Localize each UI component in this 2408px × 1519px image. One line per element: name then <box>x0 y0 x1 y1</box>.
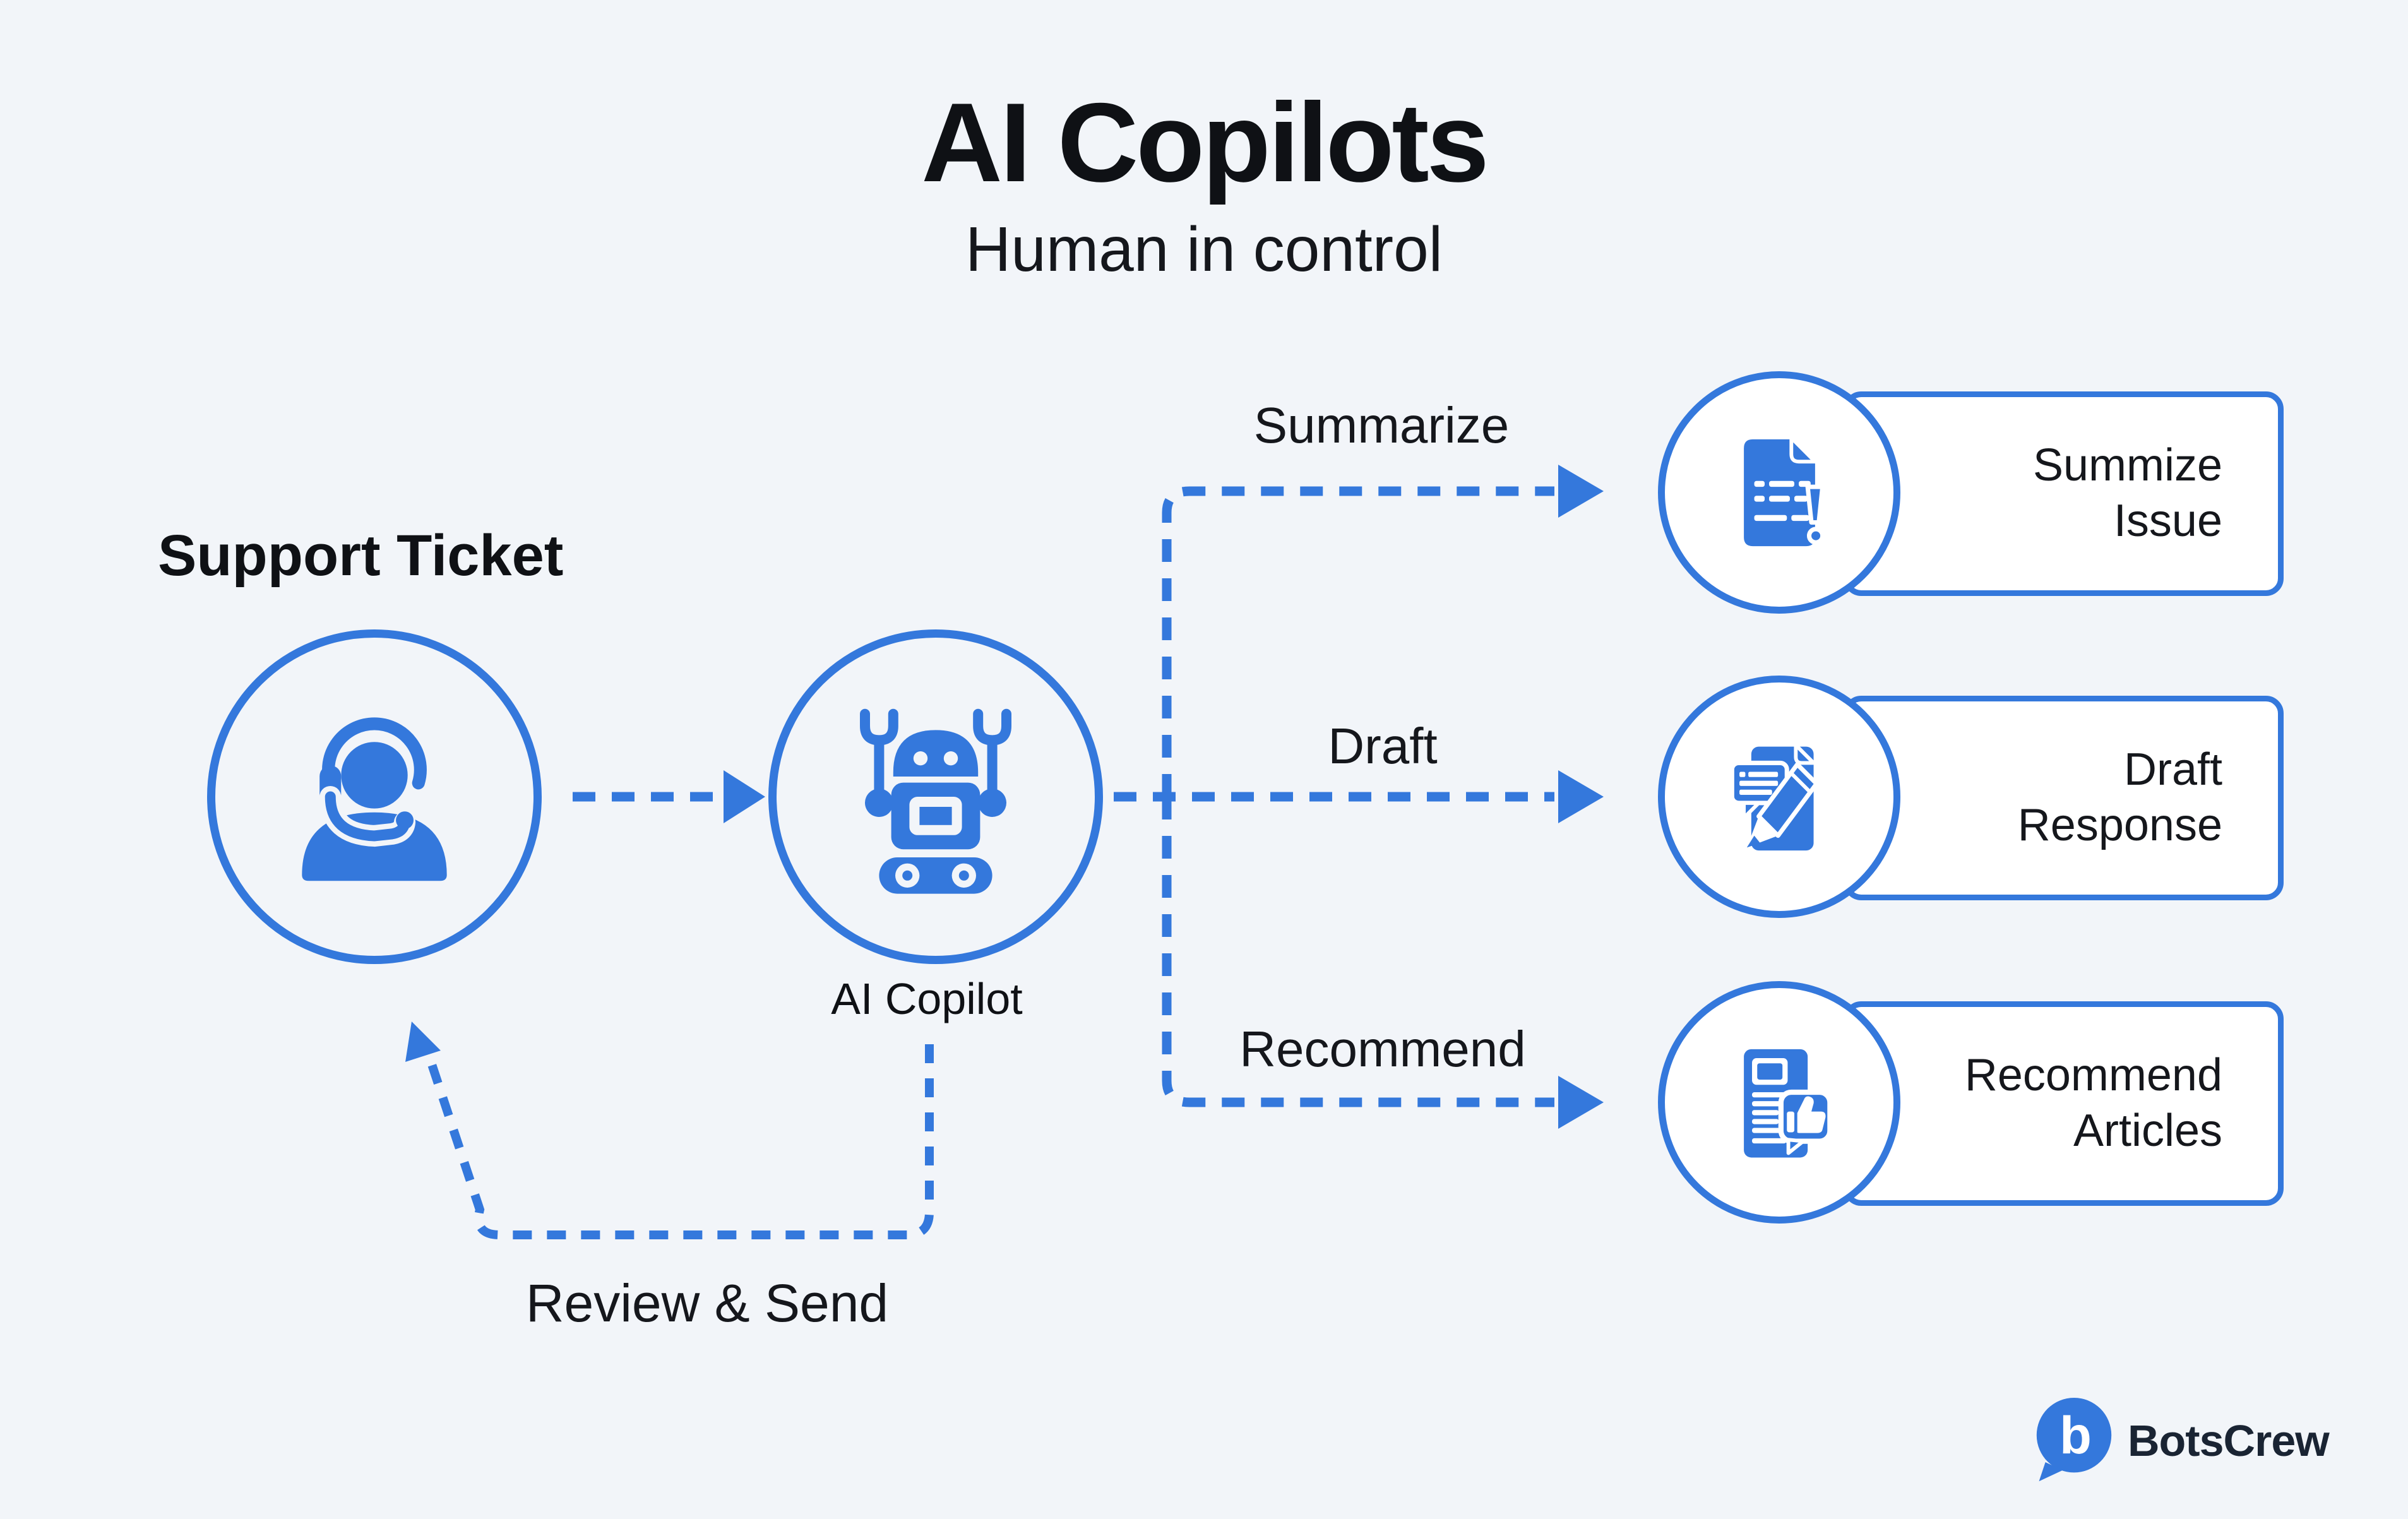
output-card-line: Summize <box>2032 440 2222 491</box>
document-pencil-chat-icon <box>1729 742 1819 850</box>
edge-label-draft: Draft <box>1328 718 1438 774</box>
ai-copilot-label: AI Copilot <box>831 974 1023 1023</box>
output-card-summize-issue: Summize Issue <box>1844 391 2284 596</box>
arrowhead-draft <box>1558 770 1604 823</box>
article-thumbs-up-icon <box>1743 1049 1833 1157</box>
logo-letter: b <box>2059 1406 2092 1465</box>
ai-copilot-node <box>768 629 1103 964</box>
output-card-line: Articles <box>2073 1105 2222 1156</box>
arrow-review-loop <box>424 1044 934 1239</box>
output-card-line: Issue <box>2113 496 2222 546</box>
output-card-recommend-articles: Recommend Articles <box>1844 1001 2284 1206</box>
botscrew-logo: b BotsCrew <box>2034 1397 2330 1485</box>
brand-wordmark: BotsCrew <box>2128 1416 2330 1465</box>
robot-icon <box>860 708 1011 894</box>
arrow-summarize <box>1162 486 1554 797</box>
edge-label-review-send: Review & Send <box>525 1273 889 1333</box>
arrowhead-summarize <box>1558 465 1604 518</box>
arrow-recommend <box>1162 797 1554 1107</box>
output-card-line: Response <box>2017 800 2222 850</box>
arrowhead-recommend <box>1558 1076 1604 1129</box>
headset-agent-icon <box>302 717 447 881</box>
botscrew-bubble-icon: b <box>2036 1397 2112 1482</box>
page-title: AI Copilots <box>921 80 1489 205</box>
output-circle-recommend <box>1658 981 1900 1224</box>
support-ticket-node <box>207 629 542 964</box>
output-circle-draft <box>1658 676 1900 918</box>
edge-label-summarize: Summarize <box>1253 397 1510 453</box>
output-circle-summize <box>1658 371 1900 614</box>
output-card-line: Recommend <box>1964 1050 2222 1101</box>
support-ticket-label: Support Ticket <box>158 523 564 588</box>
edge-label-recommend: Recommend <box>1239 1021 1526 1077</box>
page-subtitle: Human in control <box>965 214 1443 285</box>
output-card-draft-response: Draft Response <box>1844 696 2284 900</box>
arrowhead-review-loop <box>405 1022 441 1062</box>
arrowhead-input-to-copilot <box>724 770 765 823</box>
document-alert-icon <box>1743 436 1825 546</box>
output-card-line: Draft <box>2123 744 2222 795</box>
